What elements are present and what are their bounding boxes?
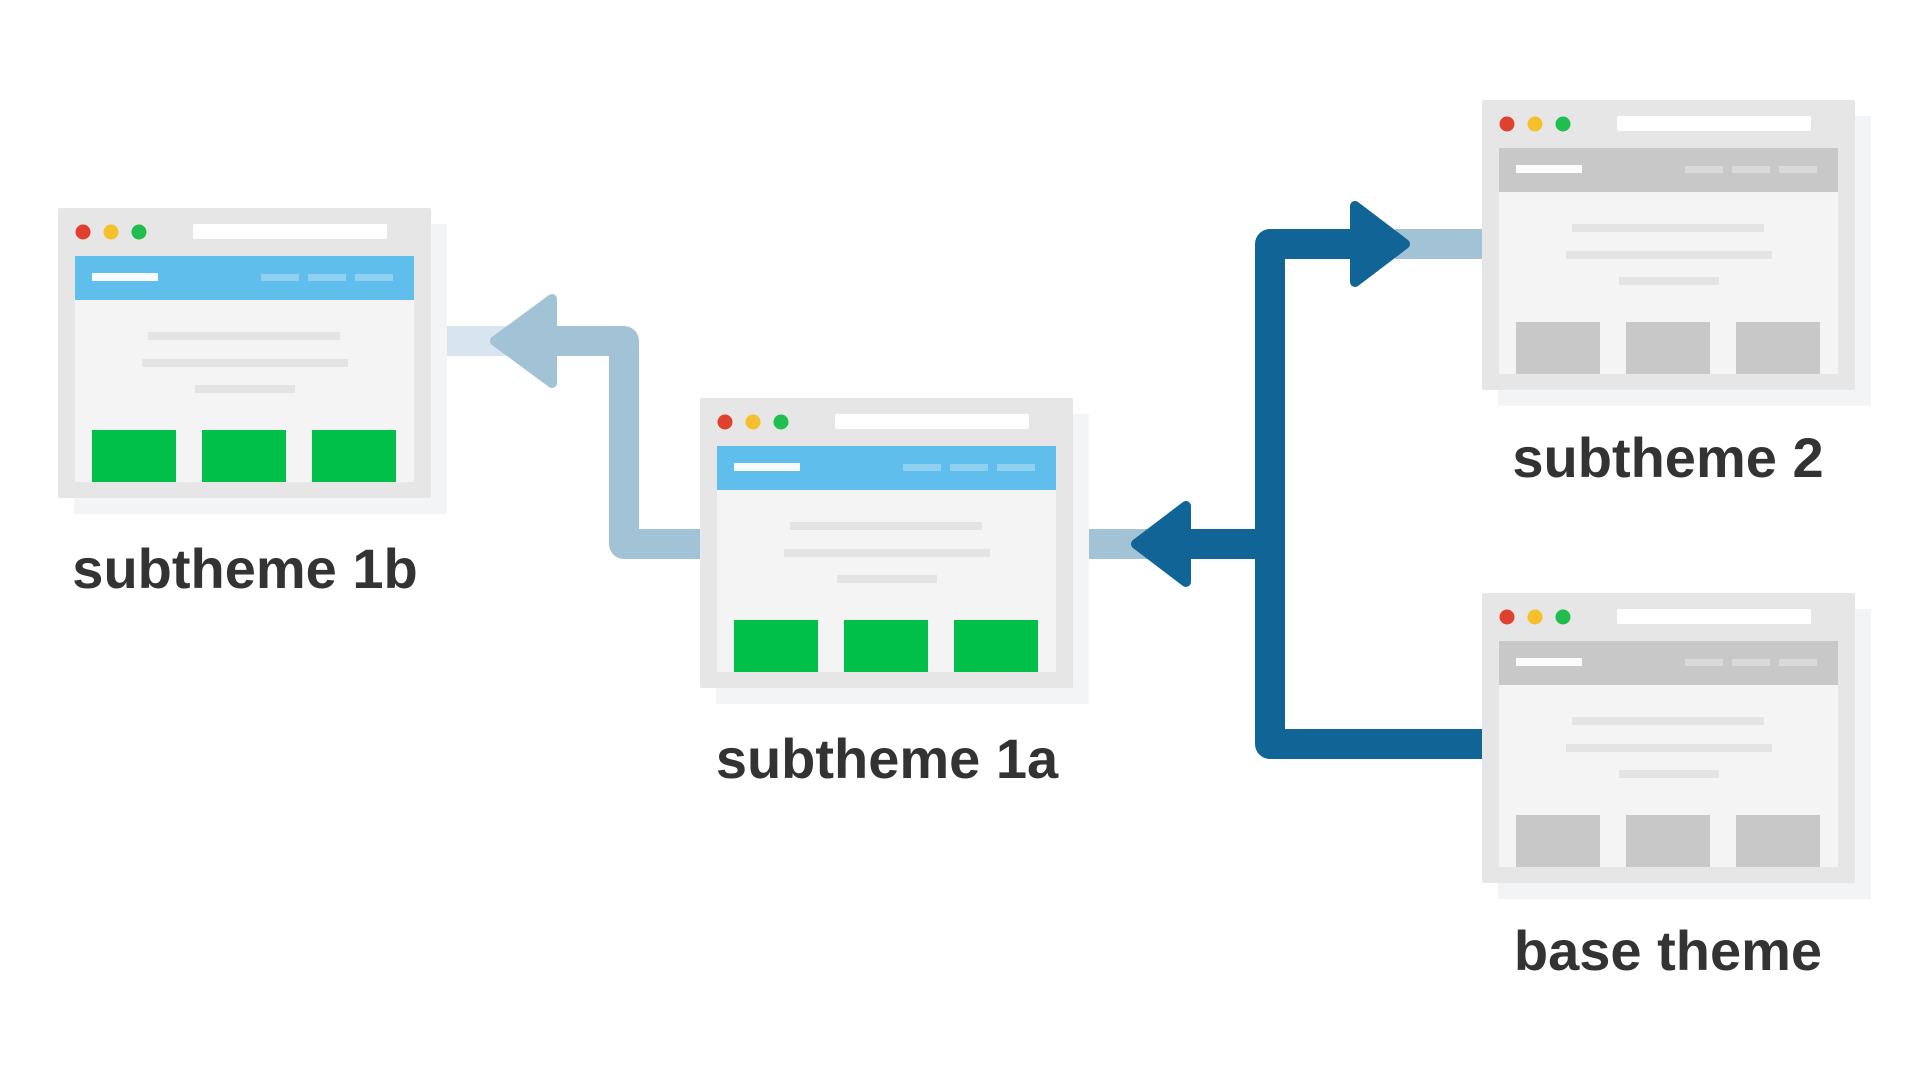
- browser-window-subtheme-1a: [700, 398, 1089, 704]
- address-bar: [193, 224, 387, 239]
- label-subtheme-1a: subtheme 1a: [716, 727, 1059, 790]
- minimize-dot-icon: [745, 414, 761, 430]
- browser-window-base-theme: [1482, 593, 1871, 899]
- content-card: [1736, 815, 1820, 867]
- content-card: [92, 430, 176, 482]
- maximize-dot-icon: [1555, 116, 1571, 132]
- text-line: [1619, 770, 1719, 778]
- address-bar: [1617, 609, 1811, 624]
- arrows: [430, 201, 1490, 759]
- text-line: [1566, 251, 1772, 259]
- close-dot-icon: [717, 414, 733, 430]
- nav-item: [1732, 659, 1770, 666]
- arrow-base-to-2: [1255, 201, 1490, 759]
- header-logo: [1516, 165, 1582, 173]
- browser-window-subtheme-1b: [58, 208, 447, 514]
- arrow-base-to-2-shaft: [1255, 229, 1487, 759]
- nav-item: [355, 274, 393, 281]
- content-card: [1736, 322, 1820, 374]
- nav-item: [903, 464, 941, 471]
- header-logo: [92, 273, 158, 281]
- label-base-theme: base theme: [1514, 919, 1822, 982]
- maximize-dot-icon: [1555, 609, 1571, 625]
- nav-item: [308, 274, 346, 281]
- content-card: [312, 430, 396, 482]
- arrow-1a-to-1b-shaft: [540, 326, 705, 559]
- minimize-dot-icon: [1527, 609, 1543, 625]
- content-card: [1516, 322, 1600, 374]
- content-card: [734, 620, 818, 672]
- arrow-1a-to-1b-head: [490, 294, 557, 388]
- text-line: [142, 359, 348, 367]
- content-card: [1516, 815, 1600, 867]
- label-subtheme-1b: subtheme 1b: [72, 537, 417, 600]
- arrow-base-to-1a-head: [1131, 501, 1191, 587]
- label-subtheme-2: subtheme 2: [1512, 426, 1823, 489]
- text-line: [790, 522, 982, 530]
- text-line: [195, 385, 295, 393]
- arrow-1a-to-1b: [430, 294, 705, 559]
- labels: subtheme 1b subtheme 1a subtheme 2 base …: [72, 426, 1823, 982]
- content-card: [1626, 815, 1710, 867]
- minimize-dot-icon: [1527, 116, 1543, 132]
- nav-item: [1685, 659, 1723, 666]
- nav-item: [997, 464, 1035, 471]
- nav-item: [950, 464, 988, 471]
- content-card: [844, 620, 928, 672]
- browser-window-subtheme-2: [1482, 100, 1871, 406]
- nav-item: [261, 274, 299, 281]
- maximize-dot-icon: [131, 224, 147, 240]
- nav-item: [1779, 659, 1817, 666]
- close-dot-icon: [1499, 116, 1515, 132]
- text-line: [1572, 224, 1764, 232]
- text-line: [148, 332, 340, 340]
- content-card: [1626, 322, 1710, 374]
- text-line: [837, 575, 937, 583]
- text-line: [1566, 744, 1772, 752]
- theme-windows: [58, 100, 1871, 899]
- header-logo: [734, 463, 800, 471]
- content-card: [954, 620, 1038, 672]
- close-dot-icon: [75, 224, 91, 240]
- nav-item: [1732, 166, 1770, 173]
- nav-item: [1685, 166, 1723, 173]
- content-card: [202, 430, 286, 482]
- address-bar: [1617, 116, 1811, 131]
- text-line: [1619, 277, 1719, 285]
- maximize-dot-icon: [773, 414, 789, 430]
- header-logo: [1516, 658, 1582, 666]
- address-bar: [835, 414, 1029, 429]
- close-dot-icon: [1499, 609, 1515, 625]
- nav-item: [1779, 166, 1817, 173]
- minimize-dot-icon: [103, 224, 119, 240]
- arrow-base-to-2-head: [1350, 201, 1410, 287]
- arrow-base-to-1a: [1070, 501, 1270, 587]
- text-line: [784, 549, 990, 557]
- text-line: [1572, 717, 1764, 725]
